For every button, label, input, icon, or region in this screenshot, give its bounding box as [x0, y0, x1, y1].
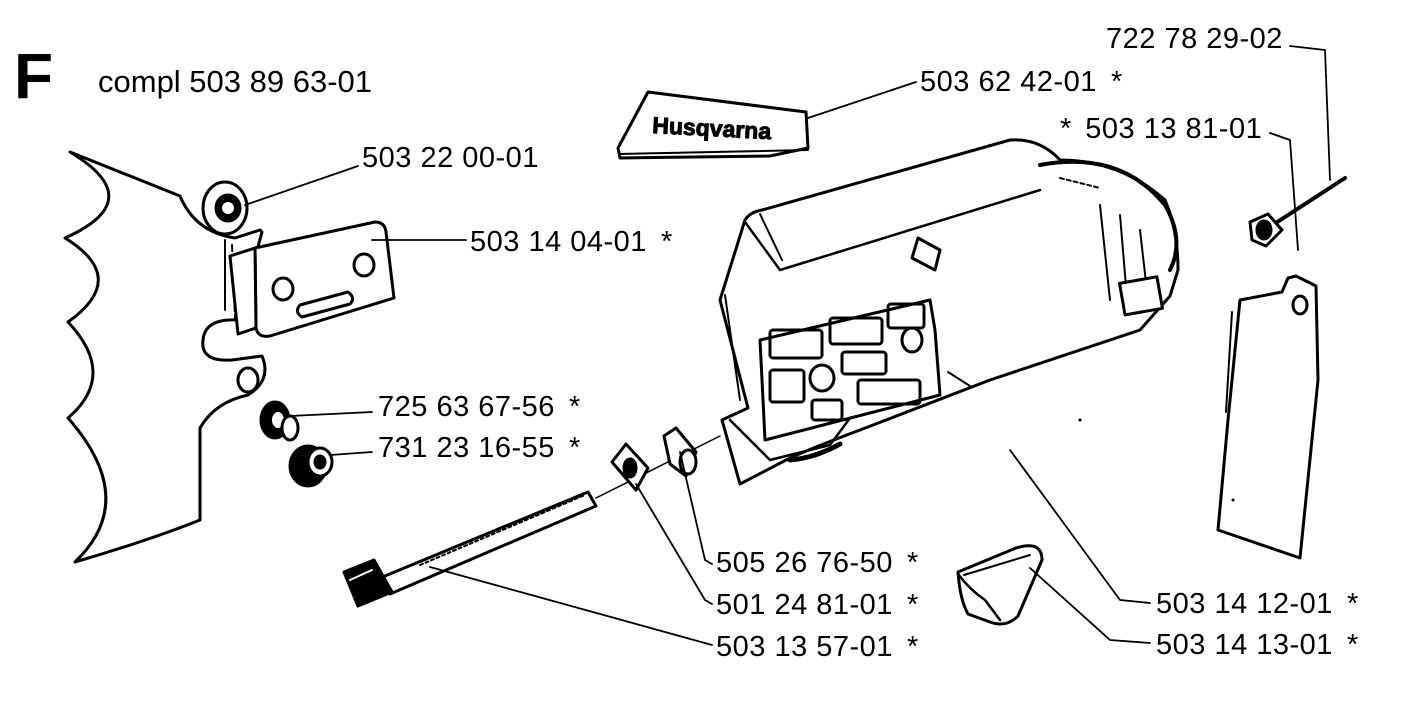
part-label-503-14-13-01: 503 14 13-01 *	[1156, 631, 1358, 660]
part-number: 503 14 04-01	[470, 226, 647, 258]
part-label-503-13-81-01: * 503 13 81-01	[1060, 115, 1262, 144]
part-label-503-62-42-01: 503 62 42-01 *	[920, 68, 1122, 97]
flange-nut-part	[288, 444, 334, 488]
screw-part	[1248, 176, 1347, 248]
nut-part	[201, 180, 249, 236]
part-star: *	[660, 226, 673, 258]
scan-specks	[1078, 418, 1235, 502]
washer-part	[259, 400, 300, 442]
chain-cover	[718, 138, 1180, 486]
section-letter: F	[14, 40, 53, 112]
bracket-plate	[228, 220, 396, 338]
square-washer-part	[610, 442, 650, 492]
part-number: 503 14 13-01	[1156, 629, 1333, 661]
part-star: *	[1060, 113, 1072, 145]
part-label-503-13-57-01: 503 13 57-01 *	[716, 633, 918, 662]
part-star: *	[906, 631, 919, 663]
part-number: 503 13 57-01	[716, 631, 893, 663]
part-star: *	[1346, 629, 1359, 661]
part-label-505-26-76-50: 505 26 76-50 *	[716, 549, 918, 578]
complete-assembly-label: compl 503 89 63-01	[98, 64, 373, 99]
leader-lines	[244, 45, 1331, 646]
part-number: 503 62 42-01	[920, 66, 1097, 98]
part-number: 722 78 29-02	[1106, 23, 1283, 55]
part-number: 503 22 00-01	[362, 142, 539, 174]
part-label-503-14-04-01: 503 14 04-01 *	[470, 228, 672, 257]
bumper-spike-plate	[63, 150, 267, 564]
brand-decal: Husqvarna	[616, 90, 810, 160]
part-star: *	[568, 432, 581, 464]
part-label-731-23-16-55: 731 23 16-55 *	[378, 434, 580, 463]
part-label-503-14-12-01: 503 14 12-01 *	[1156, 590, 1358, 619]
part-number: 501 24 81-01	[716, 589, 893, 621]
part-label-722-78-29-02: 722 78 29-02	[1106, 25, 1297, 54]
part-star: *	[906, 589, 919, 621]
part-label-503-22-00-01: 503 22 00-01	[362, 144, 553, 173]
chain-guide-block	[956, 544, 1044, 626]
part-number: 731 23 16-55	[378, 432, 555, 464]
part-number: 725 63 67-56	[378, 391, 555, 423]
part-number: 503 13 81-01	[1085, 113, 1263, 145]
part-number: 505 26 76-50	[716, 547, 893, 579]
part-label-501-24-81-01: 501 24 81-01 *	[716, 591, 918, 620]
part-star: *	[906, 547, 919, 579]
part-number: 503 14 12-01	[1156, 588, 1333, 620]
part-star: *	[568, 391, 581, 423]
part-star: *	[1110, 66, 1123, 98]
part-star: *	[1346, 588, 1359, 620]
guide-plate	[1216, 274, 1320, 560]
part-label-725-63-67-56: 725 63 67-56 *	[378, 393, 580, 422]
